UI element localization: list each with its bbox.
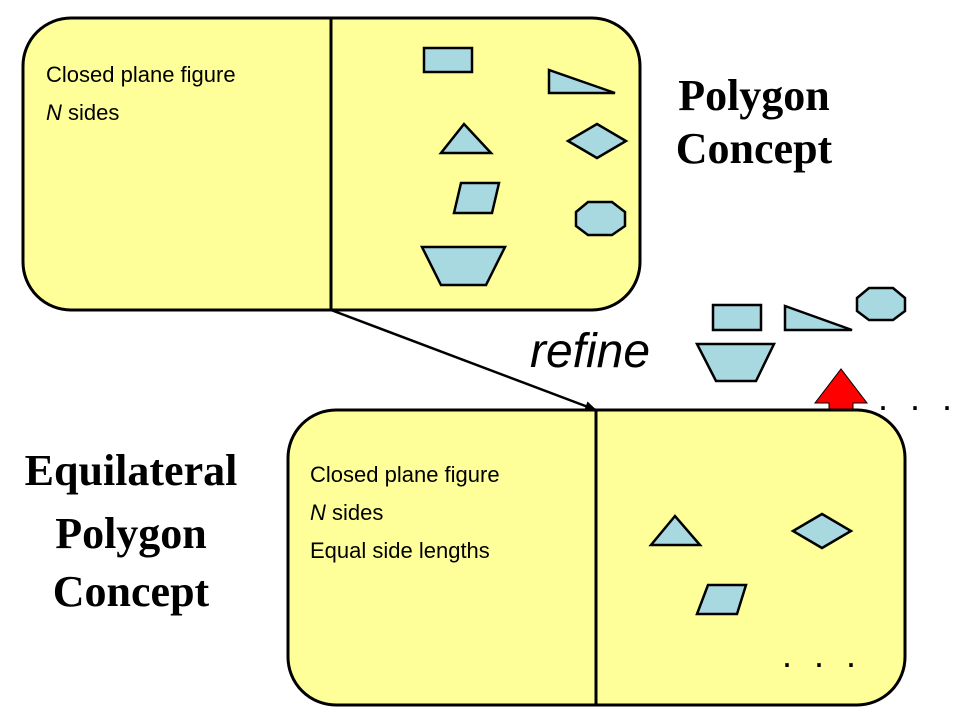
equilateral-intension-line2: N sides <box>310 500 383 525</box>
equilateral-diamond-shape <box>790 512 854 550</box>
equilateral-title-line2: Polygon <box>55 509 207 558</box>
polygon-title-line1: Polygon <box>678 71 830 120</box>
equilateral-title-line1: Equilateral <box>25 446 238 495</box>
refine-label: refine <box>530 325 650 378</box>
equilateral-parallelogram-shape <box>695 583 748 616</box>
excluded-right-triangle-shape <box>783 304 853 332</box>
polygon-parallelogram-shape <box>452 181 501 215</box>
polygon-intension-line1: Closed plane figure <box>46 62 236 87</box>
excluded-trapezoid-shape <box>694 342 776 383</box>
equilateral-title-line3: Concept <box>53 567 210 616</box>
polygon-right-triangle-shape <box>547 68 616 95</box>
polygon-concept-title: Polygon Concept <box>676 71 833 173</box>
polygon-intension-n: N <box>46 100 62 125</box>
equilateral-intension-sides: sides <box>326 500 383 525</box>
polygon-title-line2: Concept <box>676 124 833 173</box>
excluded-ellipsis: . . . <box>878 377 958 418</box>
equilateral-intension-line1: Closed plane figure <box>310 462 500 487</box>
polygon-diamond-shape <box>565 122 629 160</box>
equilateral-intension-n: N <box>310 500 326 525</box>
polygon-octagon-shape <box>574 200 627 237</box>
equilateral-concept-box: Closed plane figure N sides Equal side l… <box>286 408 907 707</box>
polygon-triangle-shape <box>438 122 494 155</box>
excluded-rectangle-shape <box>711 303 763 332</box>
equilateral-intension-line3: Equal side lengths <box>310 538 490 563</box>
excluded-octagon-shape <box>855 286 907 322</box>
equilateral-triangle-shape <box>648 514 703 547</box>
refinement-connector-arrow <box>330 308 597 412</box>
polygon-concept-box: Closed plane figure N sides <box>21 16 642 312</box>
equilateral-ellipsis: . . . <box>782 634 862 675</box>
polygon-rectangle-shape <box>422 46 474 74</box>
excluded-shapes: . . . <box>694 286 958 418</box>
polygon-trapezoid-shape <box>419 245 508 287</box>
equilateral-concept-title: Equilateral Polygon Concept <box>25 446 238 616</box>
polygon-intension-line2: N sides <box>46 100 119 125</box>
polygon-intension-sides: sides <box>62 100 119 125</box>
